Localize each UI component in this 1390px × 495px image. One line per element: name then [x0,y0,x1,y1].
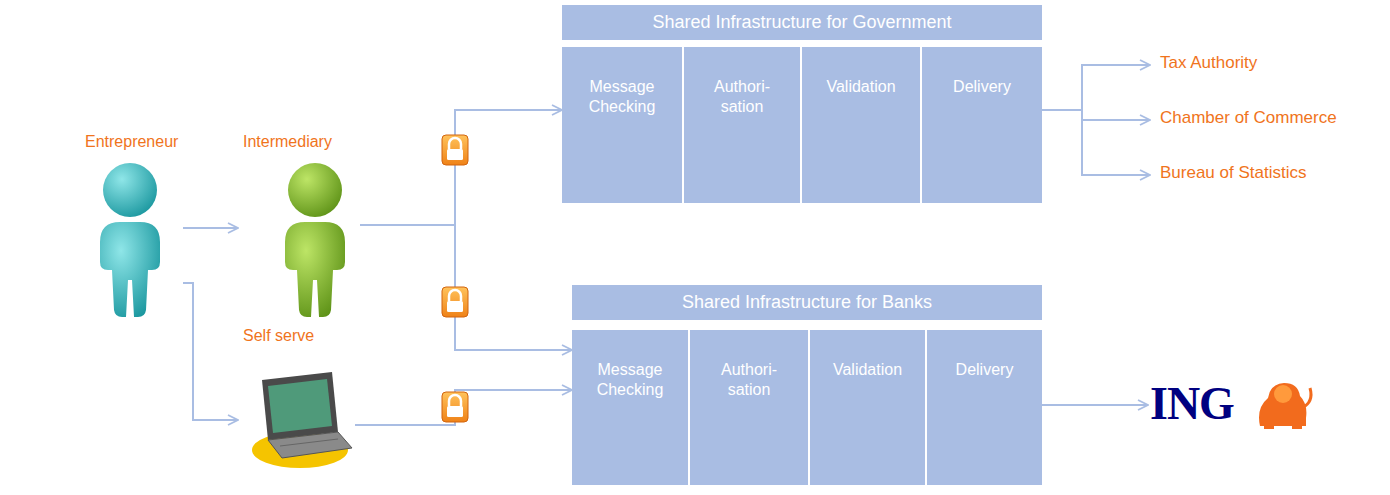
flow-arrow [183,227,238,229]
lion-logo [1259,383,1311,429]
person-icon [100,163,160,317]
step-label: Delivery [956,360,1014,380]
recipient-node: Tax Authority [1150,50,1300,80]
recipient-label: Chamber of Commerce [1160,105,1337,131]
recipient-node: Chamber of Commerce [1150,105,1370,135]
actor-label: Intermediary [243,132,332,152]
flow-arrow [1042,110,1150,175]
step-label: Message Checking [578,77,666,117]
actor-label: Entrepreneur [85,132,178,152]
logo-text: ING [1150,378,1234,430]
actor-node: Intermediary [238,132,360,322]
process-column: Delivery [927,330,1042,485]
actor-node: Self serve [238,326,355,470]
actor-node: Entrepreneur [80,132,183,322]
laptop-icon [252,372,352,468]
bank-logo: ING [1148,378,1308,434]
infrastructure-group: Shared Infrastructure for GovernmentMess… [562,5,1042,203]
lock-icon [442,287,468,317]
flow-arrow [360,225,572,350]
process-column: Authori- sation [690,330,808,485]
recipient-label: Bureau of Statistics [1160,160,1306,186]
process-column: Validation [802,47,920,203]
step-label: Authori- sation [705,360,793,400]
person-icon [285,163,345,317]
flow-arrow [183,283,238,420]
actor-label: Self serve [243,326,314,346]
process-column: Authori- sation [684,47,800,203]
lock-icon [442,135,468,165]
process-column: Validation [810,330,925,485]
flow-arrow [360,110,562,225]
flow-arrow [355,390,572,425]
group-heading: Shared Infrastructure for Government [562,5,1042,40]
process-column: Message Checking [572,330,688,485]
step-label: Validation [833,360,902,380]
step-label: Message Checking [586,360,674,400]
process-column: Delivery [922,47,1042,203]
step-label: Authori- sation [698,77,786,117]
step-label: Delivery [953,77,1011,97]
group-heading: Shared Infrastructure for Banks [572,285,1042,320]
recipient-label: Tax Authority [1160,50,1257,76]
step-label: Validation [826,77,895,97]
recipient-node: Bureau of Statistics [1150,160,1350,190]
flow-arrow [1042,404,1148,406]
process-column: Message Checking [562,47,682,203]
flow-arrow [1042,65,1150,110]
lock-icon [442,392,468,422]
flow-arrow [1042,110,1150,120]
infrastructure-group: Shared Infrastructure for BanksMessage C… [572,285,1042,485]
